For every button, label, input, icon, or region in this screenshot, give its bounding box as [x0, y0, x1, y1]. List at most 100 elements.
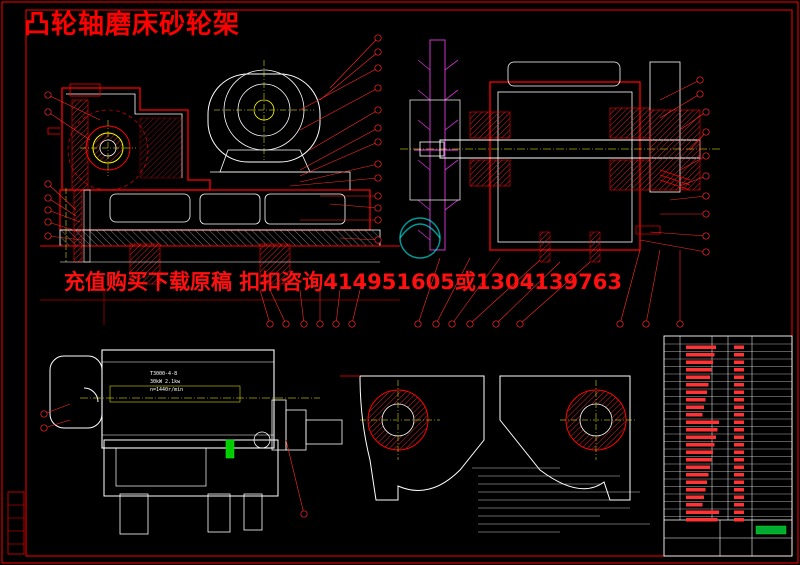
part-balloon: [516, 320, 524, 328]
leader-line: [519, 261, 591, 325]
leader-line: [299, 289, 305, 325]
bom-entry-mark: [686, 503, 703, 507]
bom-entry-mark: [734, 383, 744, 387]
part-balloon: [374, 138, 382, 146]
leader-line: [47, 235, 83, 241]
part-balloon: [676, 320, 684, 328]
part-balloon: [466, 320, 474, 328]
bom-entry-mark: [734, 428, 744, 432]
bom-entry-mark: [734, 443, 744, 447]
part-balloon: [44, 194, 52, 202]
promo-text: 充值购买下载原稿 扣扣咨询414951605或1304139763: [64, 270, 622, 294]
part-balloon: [696, 76, 704, 84]
part-balloon: [702, 232, 710, 240]
leader-line: [659, 93, 701, 119]
leader-line: [43, 403, 71, 415]
bom-entry-mark: [734, 368, 744, 372]
top-plan-view: T3000-4-8 30kW 2.1kw n=1440r/min: [49, 349, 343, 535]
leader-line: [47, 209, 81, 223]
bom-entry-mark: [734, 375, 744, 379]
bom-entry-mark: [734, 495, 744, 499]
leader-line: [269, 289, 287, 325]
leader-line: [469, 259, 541, 325]
bom-entry-mark: [686, 458, 712, 462]
part-balloon: [702, 192, 710, 200]
bom-entry-mark: [686, 353, 715, 357]
bom-entry-mark: [686, 383, 709, 387]
bom-entry-mark: [686, 398, 706, 402]
bom-entry-mark: [734, 480, 744, 484]
part-balloon: [374, 48, 382, 56]
bom-entry-mark: [734, 465, 744, 469]
bom-entry-mark: [686, 518, 718, 522]
leader-line: [329, 37, 379, 89]
part-balloon: [44, 232, 52, 240]
bom-entry-mark: [686, 390, 707, 394]
part-balloon: [374, 106, 382, 114]
bom-entry-mark: [686, 443, 715, 447]
part-balloon: [332, 320, 340, 328]
part-balloon: [374, 160, 382, 168]
bom-entry-mark: [734, 390, 744, 394]
part-balloon: [492, 320, 500, 328]
part-balloon: [414, 320, 422, 328]
leader-line: [679, 111, 707, 131]
spindle-section-view: [399, 39, 720, 263]
binding-strip: [7, 491, 25, 555]
bom-entry-mark: [686, 345, 716, 349]
section-b-b: [340, 375, 485, 501]
svg-text:30kW 2.1kw: 30kW 2.1kw: [150, 379, 181, 385]
leader-line: [451, 257, 501, 325]
part-balloon: [266, 320, 274, 328]
part-balloon: [702, 128, 710, 136]
part-balloon: [702, 108, 710, 116]
leader-line: [669, 195, 707, 201]
bom-entry-mark: [734, 405, 744, 409]
bom-entry-mark: [686, 510, 719, 514]
part-balloon: [448, 320, 456, 328]
bom-entry-mark: [686, 375, 710, 379]
leader-line: [47, 221, 81, 233]
leader-line: [339, 237, 379, 241]
bom-entry-mark: [734, 503, 744, 507]
part-balloon: [300, 320, 308, 328]
part-balloon: [300, 510, 308, 518]
leader-line: [299, 141, 379, 177]
part-balloons: [40, 34, 710, 518]
bom-rows: [664, 343, 792, 522]
part-balloon: [696, 90, 704, 98]
leader-line: [309, 109, 379, 151]
leader-line: [649, 231, 707, 237]
leader-line: [299, 163, 379, 183]
part-balloon: [44, 218, 52, 226]
leader-line: [299, 87, 379, 131]
technical-notes: [472, 467, 650, 533]
part-balloon: [374, 236, 382, 244]
leader-line: [679, 155, 707, 171]
part-balloon: [374, 174, 382, 182]
leader-line: [259, 289, 271, 325]
part-balloon: [374, 204, 382, 212]
part-balloon: [374, 64, 382, 72]
bom-entry-mark: [686, 413, 703, 417]
leader-line: [285, 439, 305, 515]
bom-entry-mark: [734, 458, 744, 462]
section-c-c: [499, 375, 636, 501]
leader-line: [47, 197, 77, 217]
part-balloon: [44, 206, 52, 214]
leader-line: [319, 51, 379, 101]
leader-line: [47, 94, 101, 121]
bom-entry-mark: [734, 518, 744, 522]
bom-entry-mark: [686, 450, 713, 454]
drawing-title: 凸轮轴磨床砂轮架: [24, 10, 241, 40]
bom-entry-mark: [734, 420, 744, 424]
bom-entry-mark: [734, 435, 744, 439]
bom-entry-mark: [686, 360, 713, 364]
leader-line: [289, 177, 379, 187]
bom-entry-mark: [686, 488, 706, 492]
part-balloon: [374, 124, 382, 132]
bom-entry-mark: [734, 473, 744, 477]
bom-entry-mark: [686, 405, 704, 409]
leader-line: [335, 289, 341, 325]
leader-line: [689, 131, 707, 151]
